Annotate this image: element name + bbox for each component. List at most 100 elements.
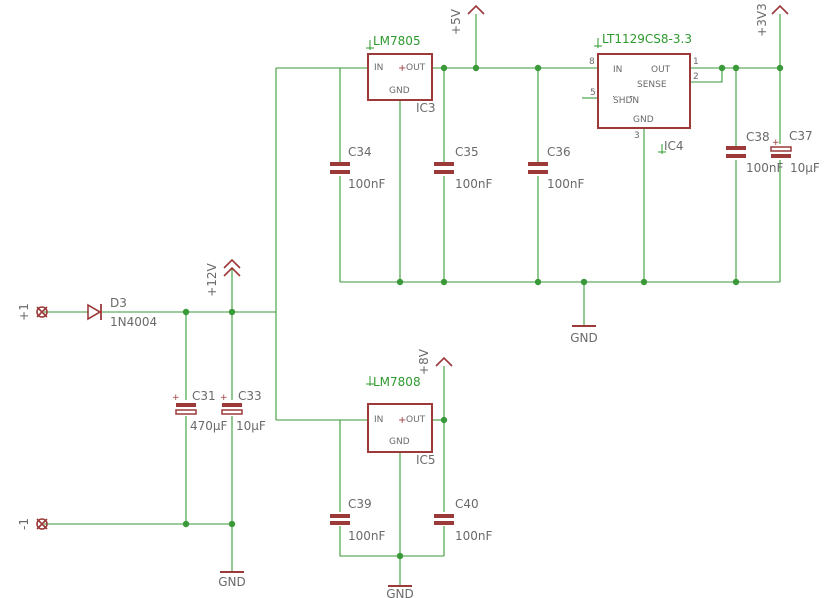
junction [440, 416, 448, 424]
ic3-part: LM7805 [373, 34, 421, 48]
wire-lower-ground-rail [339, 526, 444, 557]
ground-left[interactable]: GND [218, 571, 246, 589]
supply-5v-label: +5V [449, 8, 463, 35]
ic4-pin-out: OUT [651, 65, 671, 75]
diode-d3[interactable]: D3 1N4004 [87, 296, 157, 329]
junction [580, 278, 588, 286]
ground-upper[interactable]: GND [570, 325, 598, 345]
ic5-pin-in: IN [374, 415, 383, 425]
c36-name: C36 [547, 145, 571, 159]
junction [396, 278, 404, 286]
ic5-pin-gnd: GND [389, 437, 410, 447]
c38-value: 100nF [746, 161, 784, 175]
junction [440, 64, 448, 72]
ground-left-label: GND [218, 575, 246, 589]
connector-plus-label: +1 [17, 303, 31, 321]
ic4-ref: IC4 [664, 139, 684, 153]
supply-8v[interactable]: +8V [417, 348, 453, 375]
ic4-pinnum-shdn: 5 [590, 88, 596, 98]
ic4-pinnum-sense: 2 [693, 72, 699, 82]
ic4-pinnum-gnd: 3 [634, 131, 640, 141]
supply-8v-label: +8V [417, 348, 431, 375]
c37-name: C37 [789, 129, 813, 143]
supply-3v3-label: +3V3 [755, 3, 769, 37]
capacitor-c36[interactable]: C36 100nF [528, 145, 585, 191]
wire-sense-loop [690, 68, 723, 83]
regulator-ic3[interactable]: LM7805 IN OUT GND IC3 + [366, 34, 436, 115]
supply-3v3[interactable]: +3V3 [755, 3, 789, 37]
capacitor-c38[interactable]: C38 100nF [726, 130, 784, 175]
supply-arrow-icon [771, 4, 789, 15]
connector-minus-label: -1 [17, 518, 31, 530]
diode-value: 1N4004 [110, 315, 157, 329]
junction [534, 278, 542, 286]
junction [472, 64, 480, 72]
supply-arrow-icon [223, 258, 241, 277]
junction [228, 308, 236, 316]
ic4-pinnum-out: 1 [693, 57, 699, 67]
ic5-part: LM7808 [373, 375, 421, 389]
c40-name: C40 [455, 497, 479, 511]
capacitor-c37[interactable]: + C37 10µF [770, 129, 820, 175]
capacitor-icon [176, 403, 196, 407]
supply-5v[interactable]: +5V [449, 4, 485, 35]
capacitor-c31[interactable]: + C31 470µF [172, 389, 228, 433]
ground-upper-label: GND [570, 331, 598, 345]
capacitor-icon [726, 146, 746, 150]
junction [718, 64, 726, 72]
junction [182, 308, 190, 316]
capacitor-icon [330, 514, 350, 518]
diode-name: D3 [110, 296, 127, 310]
svg-text:+: + [220, 393, 228, 403]
capacitor-icon [528, 162, 548, 166]
origin-cross-icon [658, 144, 666, 154]
c35-name: C35 [455, 145, 479, 159]
connector-plus[interactable]: +1 [17, 303, 48, 321]
ic3-ref: IC3 [416, 101, 436, 115]
connector-minus[interactable]: -1 [17, 518, 48, 530]
c39-name: C39 [348, 497, 372, 511]
ic4-pin-gnd: GND [633, 115, 654, 125]
regulator-ic4[interactable]: LT1129CS8-3.3 IN OUT SENSE SHDN GND 8 5 … [589, 32, 699, 154]
ic4-pin-in: IN [613, 65, 622, 75]
origin-cross-icon [366, 376, 374, 386]
capacitor-c39[interactable]: C39 100nF [330, 497, 386, 543]
pad-icon [36, 518, 48, 530]
junction [396, 552, 404, 560]
junction [534, 64, 542, 72]
regulator-ic5[interactable]: LM7808 IN OUT GND IC5 + [366, 375, 436, 467]
ic5-ref: IC5 [416, 453, 436, 467]
ic5-pin-out: OUT [406, 415, 426, 425]
ground-lower[interactable]: GND [386, 585, 414, 598]
c33-value: 10µF [236, 419, 266, 433]
capacitor-c35[interactable]: C35 100nF [434, 145, 493, 191]
c39-value: 100nF [348, 529, 386, 543]
supply-12v[interactable]: +12V [205, 258, 241, 297]
capacitor-icon [770, 146, 792, 152]
c33-name: C33 [238, 389, 262, 403]
ic3-pin-in: IN [374, 63, 383, 73]
capacitor-icon [434, 162, 454, 166]
junction [732, 64, 740, 72]
junction [776, 64, 784, 72]
c37-value: 10µF [790, 161, 820, 175]
junction [440, 278, 448, 286]
pin-dot-icon: + [398, 415, 406, 426]
capacitor-c34[interactable]: C34 100nF [330, 145, 386, 191]
junctions [182, 64, 784, 560]
ic4-pin-shdn: SHDN [613, 96, 639, 106]
capacitor-c40[interactable]: C40 100nF [434, 497, 493, 543]
origin-cross-icon [366, 40, 374, 50]
diode-icon [87, 303, 102, 321]
junction [228, 520, 236, 528]
origin-cross-icon [594, 38, 602, 48]
ic-body [367, 53, 433, 101]
ic4-pin-sense: SENSE [637, 80, 667, 90]
c38-name: C38 [746, 130, 770, 144]
svg-text:+: + [772, 138, 780, 148]
svg-text:+: + [172, 393, 180, 403]
supply-12v-label: +12V [205, 262, 219, 296]
capacitor-icon [330, 162, 350, 166]
capacitor-c33[interactable]: + C33 10µF [220, 389, 266, 433]
capacitor-icon [434, 514, 454, 518]
